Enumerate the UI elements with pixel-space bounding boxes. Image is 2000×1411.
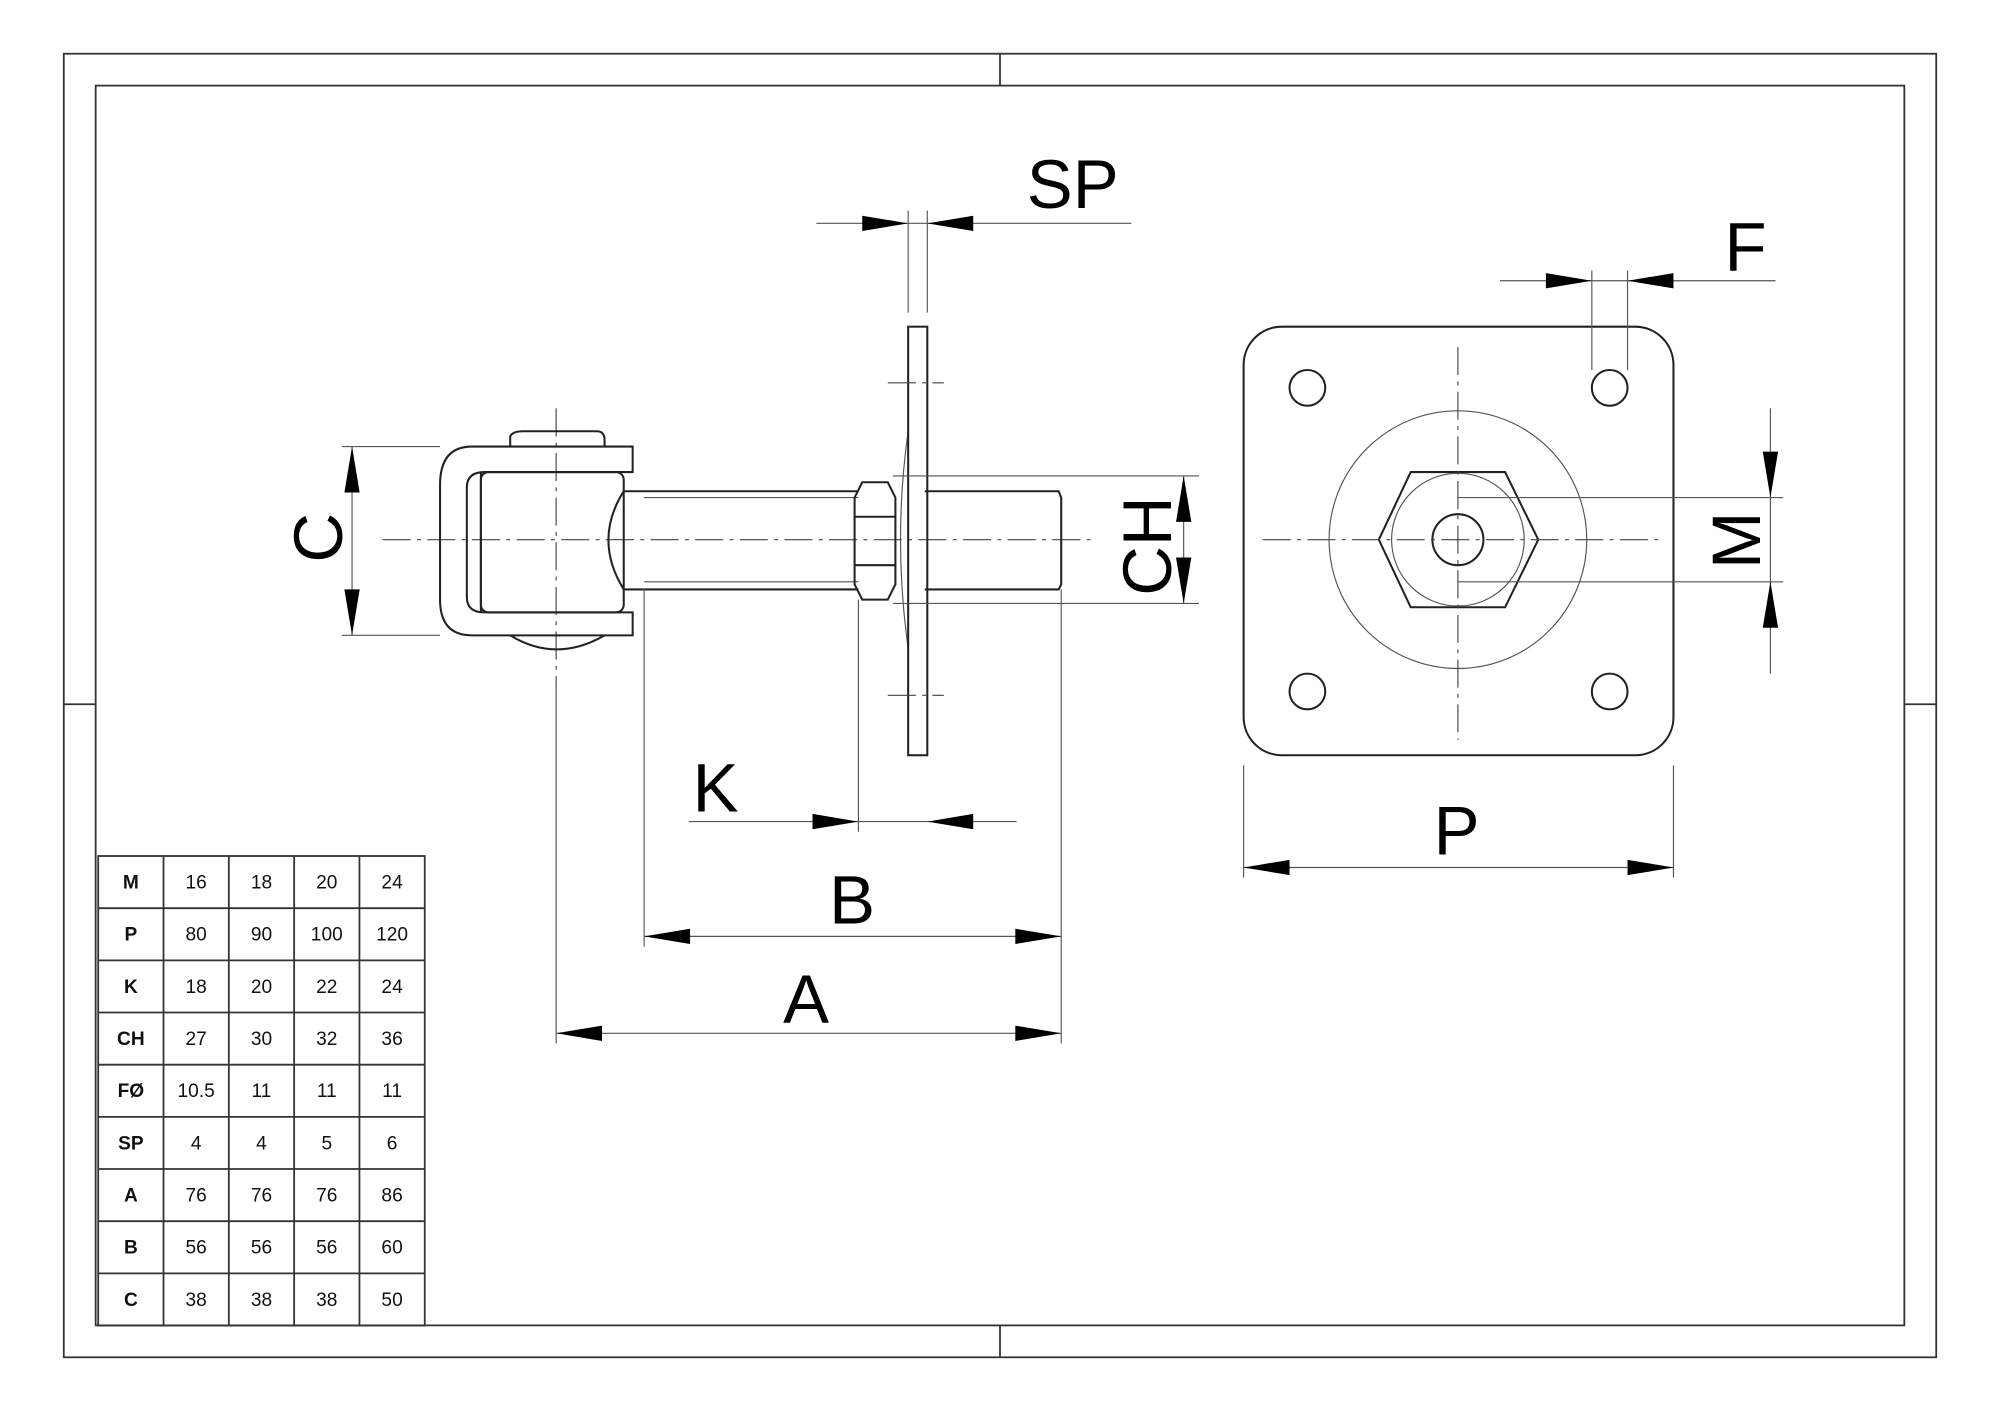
dim-label-c: C bbox=[280, 513, 357, 563]
table-row-header: M bbox=[123, 872, 139, 893]
dim-label-p: P bbox=[1434, 793, 1480, 870]
table-row-header: K bbox=[124, 977, 138, 998]
table-cell: 100 bbox=[311, 925, 343, 946]
table-cell: 50 bbox=[381, 1290, 402, 1311]
table-cell: 11 bbox=[317, 1081, 337, 1102]
plate-front-view bbox=[1242, 325, 1675, 757]
table-cell: 24 bbox=[381, 872, 403, 893]
table-cell: 80 bbox=[186, 925, 207, 946]
table-cell: 36 bbox=[381, 1029, 402, 1050]
table-cell: 32 bbox=[316, 1029, 337, 1050]
table-row-header: B bbox=[124, 1238, 138, 1259]
table-cell: 5 bbox=[321, 1133, 332, 1154]
table-row-header: SP bbox=[118, 1133, 144, 1154]
dim-label-k: K bbox=[693, 749, 739, 826]
table-cell: 27 bbox=[186, 1029, 207, 1050]
table-cell: 60 bbox=[381, 1238, 402, 1259]
table-cell: 10.5 bbox=[178, 1081, 215, 1102]
table-border bbox=[97, 855, 426, 1327]
table-cell: 20 bbox=[316, 872, 337, 893]
hinge-side-view bbox=[382, 325, 1097, 757]
table-cell: 86 bbox=[381, 1185, 402, 1206]
table-cell: 11 bbox=[252, 1081, 272, 1102]
table-cell: 4 bbox=[191, 1133, 202, 1154]
dim-label-b: B bbox=[829, 862, 875, 939]
table-cell: 18 bbox=[186, 977, 207, 998]
table-cell: 4 bbox=[256, 1133, 267, 1154]
table-cell: 76 bbox=[186, 1185, 207, 1206]
table-cell: 22 bbox=[316, 977, 337, 998]
table-row-header: FØ bbox=[118, 1081, 145, 1102]
table-row-header: P bbox=[124, 925, 137, 946]
table-cell: 56 bbox=[251, 1238, 272, 1259]
table-cell: 56 bbox=[186, 1238, 207, 1259]
table-cell: 38 bbox=[251, 1290, 272, 1311]
table-cell: 11 bbox=[382, 1081, 402, 1102]
dim-label-f: F bbox=[1724, 209, 1766, 286]
table-cell: 90 bbox=[251, 925, 272, 946]
table-cell: 76 bbox=[316, 1185, 337, 1206]
table-cell: 76 bbox=[251, 1185, 272, 1206]
table-cell: 18 bbox=[251, 872, 272, 893]
table-row-header: C bbox=[124, 1290, 138, 1311]
table-cell: 6 bbox=[387, 1133, 398, 1154]
table-cell: 30 bbox=[251, 1029, 272, 1050]
dim-label-m: M bbox=[1698, 512, 1775, 569]
dim-label-ch: CH bbox=[1109, 496, 1186, 595]
table-cell: 24 bbox=[381, 977, 403, 998]
drawing-frame bbox=[62, 52, 1938, 1359]
table-cell: 20 bbox=[251, 977, 272, 998]
table-cell: 56 bbox=[316, 1238, 337, 1259]
table-cell: 38 bbox=[186, 1290, 207, 1311]
table-cell: 16 bbox=[186, 872, 207, 893]
table-row-header: A bbox=[124, 1185, 138, 1206]
dimension-lines bbox=[341, 210, 1784, 1044]
table-cell: 120 bbox=[376, 925, 408, 946]
table-row-header: CH bbox=[117, 1029, 145, 1050]
dim-label-a: A bbox=[783, 961, 829, 1038]
table-cell: 38 bbox=[316, 1290, 337, 1311]
dim-label-sp: SP bbox=[1027, 146, 1119, 223]
